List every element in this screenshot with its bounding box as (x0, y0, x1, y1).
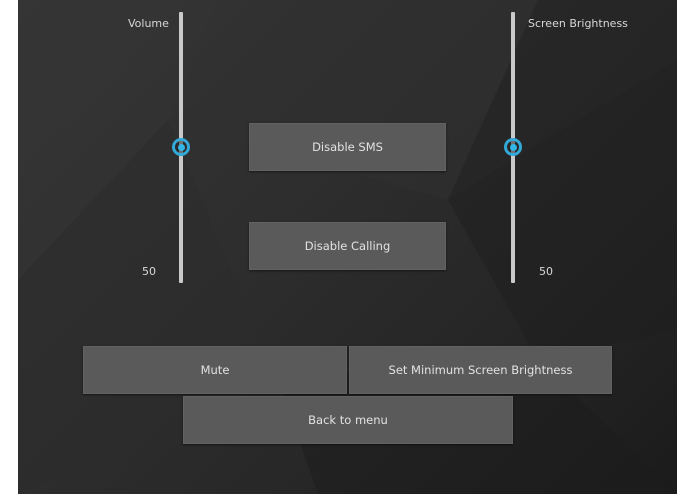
brightness-slider-thumb[interactable] (504, 138, 522, 156)
mute-button[interactable]: Mute (83, 346, 347, 394)
back-to-menu-button[interactable]: Back to menu (183, 396, 513, 444)
volume-slider-thumb[interactable] (172, 138, 190, 156)
set-min-brightness-button[interactable]: Set Minimum Screen Brightness (349, 346, 612, 394)
slider-thumb-icon (177, 143, 185, 151)
volume-label: Volume (128, 17, 169, 30)
volume-value: 50 (142, 265, 156, 278)
slider-thumb-icon (509, 143, 517, 151)
brightness-label: Screen Brightness (528, 17, 628, 30)
settings-panel: Volume 50 Screen Brightness 50 Disable S… (18, 0, 677, 494)
brightness-value: 50 (539, 265, 553, 278)
disable-sms-button[interactable]: Disable SMS (249, 123, 446, 171)
disable-calling-button[interactable]: Disable Calling (249, 222, 446, 270)
